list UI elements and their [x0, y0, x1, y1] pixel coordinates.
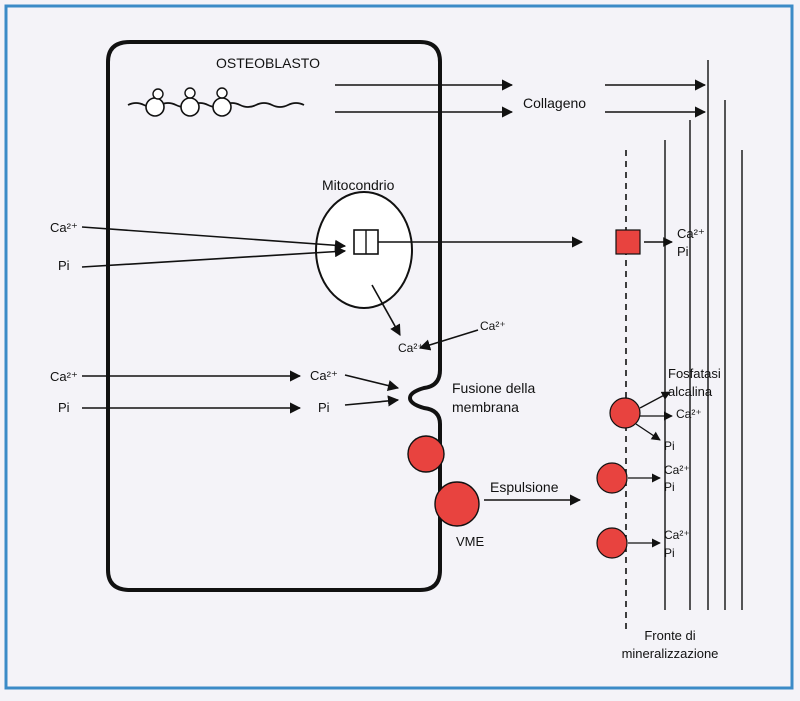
pi-label: Pi: [58, 400, 70, 415]
expulsion-label: Espulsione: [490, 479, 559, 495]
ca-label: Ca²⁺: [480, 319, 506, 333]
osteoblast-cell-membrane: [106, 40, 442, 592]
ca-label: Ca²⁺: [50, 220, 78, 235]
ca-label: Ca²⁺: [676, 407, 702, 421]
vesicle-small: [184, 87, 196, 99]
pi-label: Pi: [664, 439, 675, 453]
phosphatase-arrow: [639, 391, 671, 409]
budding-vesicle: [407, 435, 445, 473]
mito-ca-release-arrow: [371, 284, 401, 336]
ca-label: Ca²⁺: [664, 528, 690, 542]
pi-label: Pi: [664, 546, 675, 560]
osteoblast-label: OSTEOBLASTO: [216, 55, 320, 71]
external-ca-arrow: [418, 329, 479, 351]
pi-to-membrane-arrow: [344, 395, 400, 407]
matrix-vesicle-3: [596, 527, 628, 559]
mineral-deposit-square: [615, 229, 641, 255]
vesicle1-pi-arrow: [635, 423, 661, 441]
vesicle-small: [216, 87, 228, 99]
ca-to-membrane-arrow: [344, 374, 400, 392]
ca-label: Ca²⁺: [50, 369, 78, 384]
mineralization-front-label: mineralizzazione: [622, 646, 719, 661]
pi-label: Pi: [318, 400, 330, 415]
alkaline-phosphatase-label: alcalina: [668, 384, 713, 399]
alkaline-phosphatase-label: Fosfatasi: [668, 366, 721, 381]
matrix-vesicle-vme: [434, 481, 480, 527]
ca-label: Ca²⁺: [677, 226, 705, 241]
pi-label: Pi: [58, 258, 70, 273]
figure-frame: [4, 4, 794, 690]
vesicle: [145, 97, 165, 117]
mv-label: VME: [456, 534, 485, 549]
collagen-label: Collageno: [523, 95, 586, 111]
ca-label: Ca²⁺: [398, 341, 424, 355]
mitochondrion-label: Mitocondrio: [322, 177, 395, 193]
matrix-vesicle-1: [609, 397, 641, 429]
ca-label: Ca²⁺: [664, 463, 690, 477]
pi-input-arrow: [81, 246, 347, 268]
pi-label: Pi: [677, 244, 689, 259]
membrane-fusion-label: membrana: [452, 399, 519, 415]
vesicle: [180, 97, 200, 117]
vesicle-small: [152, 88, 164, 100]
matrix-vesicle-2: [596, 462, 628, 494]
mineralization-front-label: Fronte di: [644, 628, 695, 643]
ca-input-arrow: [81, 226, 347, 251]
membrane-fusion-label: Fusione della: [452, 380, 535, 396]
ca-label: Ca²⁺: [310, 368, 338, 383]
vesicle: [212, 97, 232, 117]
pi-label: Pi: [664, 480, 675, 494]
